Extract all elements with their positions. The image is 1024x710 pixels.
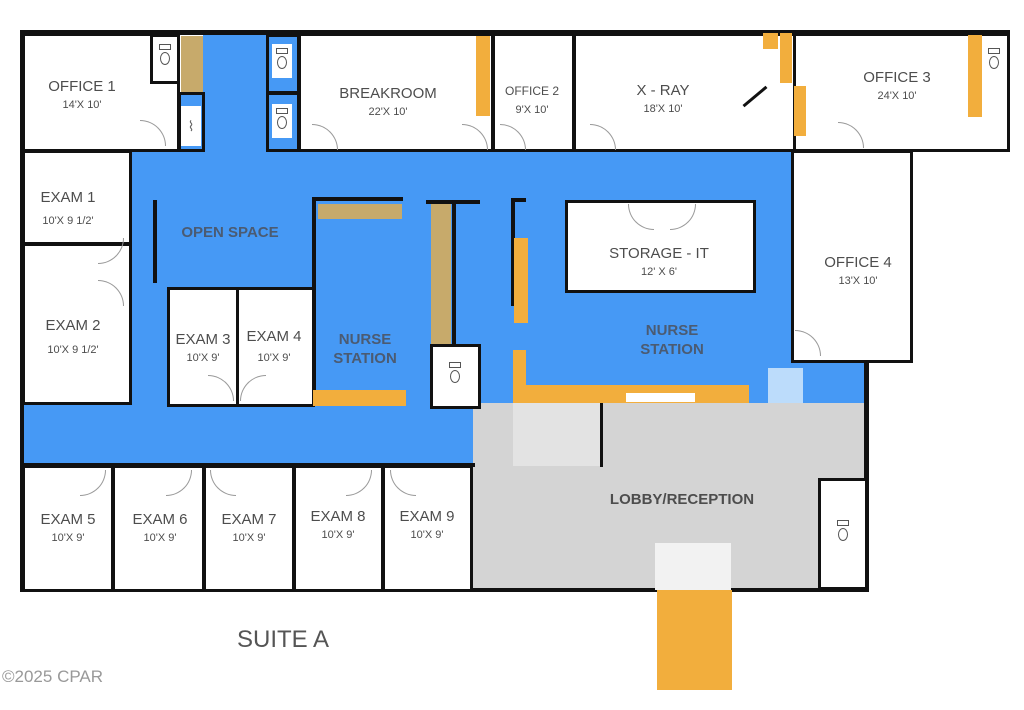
label-x-ray: X - RAY 18'X 10' bbox=[636, 82, 689, 115]
toilet-icon bbox=[987, 48, 1001, 70]
room-dimensions: 24'X 10' bbox=[877, 90, 917, 102]
toilet-icon bbox=[836, 520, 850, 542]
room-dimensions: 10'X 9' bbox=[51, 532, 85, 544]
room-name: EXAM 9 bbox=[399, 508, 455, 525]
label-line: STATION bbox=[333, 350, 397, 367]
suite-title: SUITE A bbox=[237, 626, 330, 653]
room-name: OFFICE 3 bbox=[863, 69, 931, 86]
entrance-ramp bbox=[657, 590, 732, 690]
room-dimensions: 10'X 9' bbox=[186, 352, 220, 364]
label-storage-it: STORAGE - IT 12' X 6' bbox=[609, 245, 709, 278]
room-dimensions: 10'X 9 1/2' bbox=[47, 344, 99, 356]
label-office-3: OFFICE 3 24'X 10' bbox=[863, 69, 931, 102]
room-name: OFFICE 1 bbox=[48, 78, 116, 95]
room-name: EXAM 6 bbox=[132, 511, 188, 528]
label-exam-7: EXAM 7 10'X 9' bbox=[221, 511, 276, 544]
label-exam-3: EXAM 3 10'X 9' bbox=[175, 331, 230, 364]
room-office-4 bbox=[791, 150, 913, 363]
shower-icon: ⌇ bbox=[181, 106, 201, 146]
room-exam-2 bbox=[22, 243, 132, 405]
counter bbox=[794, 86, 806, 136]
wall bbox=[153, 200, 157, 283]
room-name: EXAM 1 bbox=[40, 189, 96, 206]
room-dimensions: 10'X 9 1/2' bbox=[42, 215, 94, 227]
room-name: OFFICE 2 bbox=[504, 84, 560, 98]
room-name: BREAKROOM bbox=[339, 85, 437, 102]
outer-wall-top bbox=[20, 30, 1010, 35]
room-dimensions: 10'X 9' bbox=[321, 529, 355, 541]
label-exam-9: EXAM 9 10'X 9' bbox=[399, 508, 454, 541]
wall bbox=[312, 197, 403, 201]
room-name: EXAM 3 bbox=[175, 331, 231, 348]
copyright-watermark: ©2025 CPAR bbox=[2, 667, 104, 686]
room-dimensions: 10'X 9' bbox=[410, 529, 444, 541]
counter bbox=[763, 33, 778, 49]
label-line: NURSE bbox=[338, 331, 392, 348]
room-exam-6 bbox=[112, 465, 205, 592]
cabinet bbox=[181, 36, 203, 92]
label-nurse-station-2: NURSE STATION bbox=[640, 321, 704, 359]
counter bbox=[476, 36, 490, 116]
toilet-icon bbox=[158, 44, 172, 66]
toilet-icon bbox=[275, 48, 289, 70]
room-name: STORAGE - IT bbox=[609, 245, 709, 262]
counter-window bbox=[626, 393, 695, 402]
corridor-north bbox=[203, 34, 267, 154]
cabinet bbox=[431, 204, 451, 344]
room-dimensions: 10'X 9' bbox=[232, 532, 266, 544]
room-name: EXAM 5 bbox=[40, 511, 96, 528]
counter bbox=[968, 35, 982, 117]
label-exam-5: EXAM 5 10'X 9' bbox=[40, 511, 95, 544]
room-exam-8 bbox=[293, 465, 384, 592]
room-dimensions: 12' X 6' bbox=[640, 266, 678, 278]
label-lobby-reception: LOBBY/RECEPTION bbox=[609, 491, 755, 508]
room-dimensions: 22'X 10' bbox=[368, 106, 408, 118]
wall bbox=[452, 200, 456, 345]
counter bbox=[780, 33, 792, 83]
outer-wall-right bbox=[864, 362, 869, 592]
label-exam-8: EXAM 8 10'X 9' bbox=[310, 508, 365, 541]
counter bbox=[514, 238, 528, 323]
room-name: EXAM 4 bbox=[246, 328, 302, 345]
room-dimensions: 10'X 9' bbox=[143, 532, 177, 544]
reception-alcove bbox=[513, 403, 601, 466]
label-office-1: OFFICE 1 14'X 10' bbox=[48, 78, 116, 111]
label-office-2: OFFICE 2 9'X 10' bbox=[505, 84, 559, 116]
room-name: OFFICE 4 bbox=[824, 254, 892, 271]
room-exam-9 bbox=[382, 465, 473, 592]
label-exam-4: EXAM 4 10'X 9' bbox=[246, 328, 301, 364]
wall bbox=[511, 198, 526, 202]
room-dimensions: 9'X 10' bbox=[515, 104, 549, 116]
cabinet bbox=[318, 204, 402, 219]
room-dimensions: 13'X 10' bbox=[838, 275, 878, 287]
entrance-door[interactable] bbox=[655, 543, 731, 590]
label-line: NURSE bbox=[645, 322, 699, 339]
room-storage-it bbox=[565, 200, 756, 293]
room-name: EXAM 8 bbox=[310, 508, 366, 525]
label-exam-2: EXAM 2 10'X 9 1/2' bbox=[45, 317, 100, 356]
room-dimensions: 14'X 10' bbox=[62, 99, 102, 111]
counter bbox=[513, 350, 526, 386]
room-name: X - RAY bbox=[636, 82, 690, 99]
label-breakroom: BREAKROOM 22'X 10' bbox=[339, 85, 437, 118]
room-dimensions: 18'X 10' bbox=[643, 103, 683, 115]
wall bbox=[600, 403, 603, 467]
wall bbox=[312, 197, 316, 392]
label-exam-1: EXAM 1 10'X 9 1/2' bbox=[40, 189, 95, 227]
room-exam-5 bbox=[22, 465, 114, 592]
label-open-space: OPEN SPACE bbox=[181, 224, 279, 241]
label-exam-6: EXAM 6 10'X 9' bbox=[132, 511, 187, 544]
room-name: EXAM 2 bbox=[45, 317, 101, 334]
toilet-icon bbox=[448, 362, 462, 384]
door[interactable] bbox=[768, 368, 803, 403]
counter bbox=[313, 390, 406, 406]
label-line: STATION bbox=[640, 341, 704, 358]
wall bbox=[511, 198, 515, 306]
label-nurse-station-1: NURSE STATION bbox=[333, 330, 397, 368]
toilet-icon bbox=[275, 108, 289, 130]
room-dimensions: 10'X 9' bbox=[257, 352, 291, 364]
room-name: EXAM 7 bbox=[221, 511, 277, 528]
label-office-4: OFFICE 4 13'X 10' bbox=[824, 254, 892, 287]
